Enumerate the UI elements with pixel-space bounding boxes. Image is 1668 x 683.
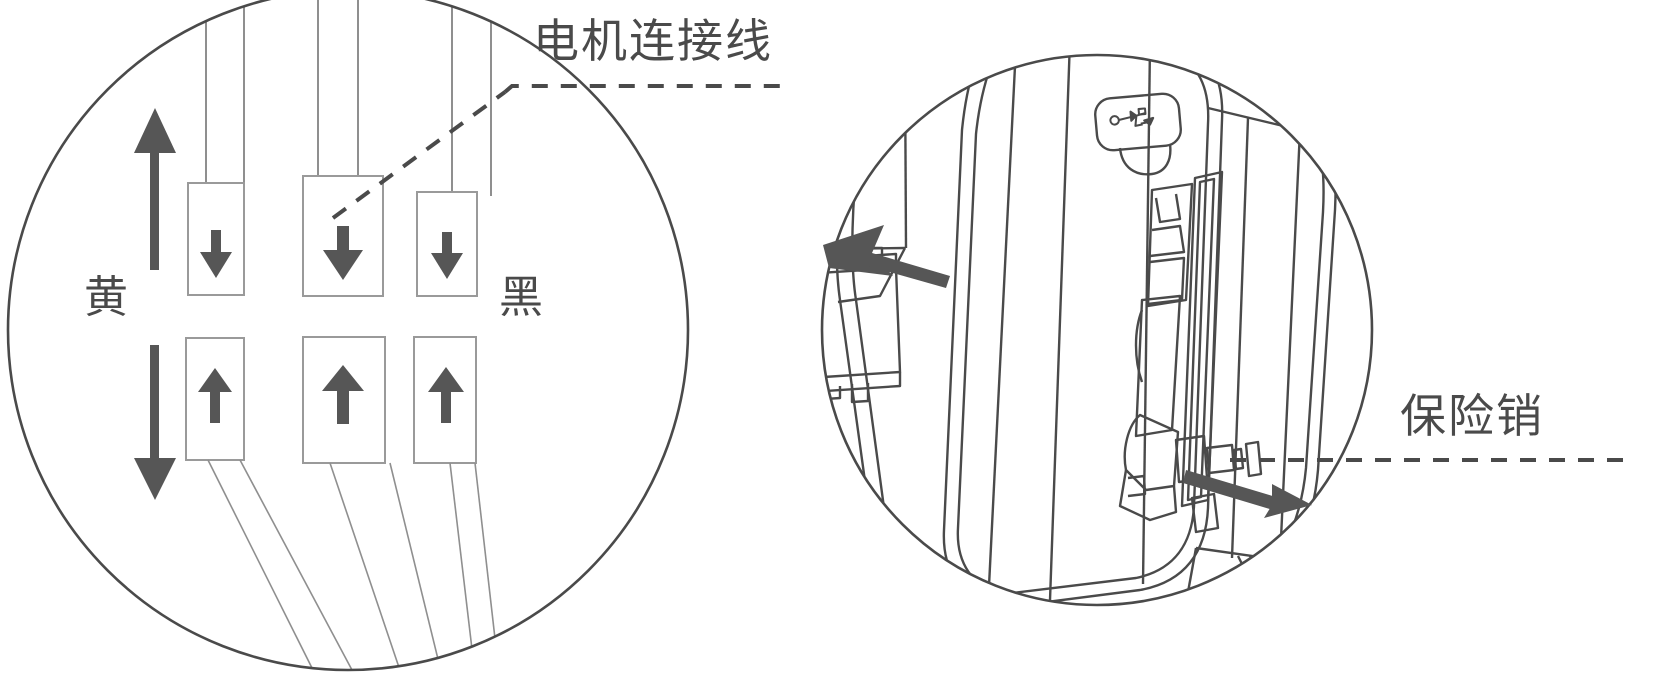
usb-icon bbox=[1109, 107, 1155, 127]
bottom-wire-bundle bbox=[207, 459, 503, 670]
connector-cable-leads bbox=[745, 384, 770, 428]
panel-edge-vertical-left bbox=[903, 59, 908, 249]
pin-bracket-slot-2 bbox=[1149, 224, 1186, 258]
left-pointing-arrow bbox=[823, 225, 950, 288]
robot-outer-shell bbox=[835, 55, 1337, 605]
panel-edge-upper-left bbox=[822, 59, 907, 161]
robot-right-panel bbox=[1195, 106, 1302, 562]
top-wire-bundle bbox=[205, 0, 492, 196]
down-arrow-icon-group bbox=[200, 226, 463, 280]
pin-rail-base bbox=[1190, 492, 1220, 534]
down-arrow-icon bbox=[431, 232, 463, 279]
pin-bracket-slot-3 bbox=[1147, 256, 1186, 306]
robot-top-bumper-seam bbox=[975, 0, 1196, 40]
leader-line-left-horizontal bbox=[503, 84, 788, 94]
pin-latch-tab bbox=[1127, 474, 1147, 498]
cover-seam-2 bbox=[1048, 55, 1072, 601]
chassis-lower-seam bbox=[1182, 547, 1198, 605]
pin-rail-outer bbox=[1180, 170, 1224, 508]
usb-port-housing bbox=[1094, 92, 1182, 176]
pin-latch-foot bbox=[1118, 469, 1178, 522]
down-arrow-icon bbox=[323, 226, 363, 280]
robot-bumper-notch bbox=[984, 55, 1001, 61]
up-arrow-icon-group bbox=[198, 365, 464, 424]
left-callout-group bbox=[6, 0, 690, 672]
cover-seam-1 bbox=[986, 55, 1018, 605]
pin-bracket-notch bbox=[1134, 309, 1144, 383]
usb-port-tab bbox=[1118, 143, 1172, 176]
left-callout-circle bbox=[6, 0, 690, 672]
right-callout-circle bbox=[820, 53, 1374, 607]
pin-bracket-upper bbox=[1146, 182, 1194, 308]
down-arrow-icon bbox=[200, 230, 232, 278]
label-safety-pin: 保险销 bbox=[1400, 389, 1544, 443]
safety-pin-assembly bbox=[1118, 170, 1263, 534]
up-arrow-icon bbox=[198, 368, 232, 423]
label-black-wire: 黑 bbox=[499, 272, 545, 323]
up-arrow-icon bbox=[322, 365, 364, 424]
left-callout-contents bbox=[185, 0, 507, 670]
pin-bracket-slot-1 bbox=[1154, 193, 1182, 224]
left-connector-block bbox=[745, 246, 902, 428]
bottom-connector-boxes bbox=[185, 336, 477, 464]
label-motor-wire: 电机连接线 bbox=[533, 14, 773, 68]
direction-indicator-up bbox=[134, 108, 176, 270]
robot-top-cover-inner bbox=[956, 55, 1210, 596]
pin-latch-body bbox=[1123, 413, 1180, 492]
right-pointing-arrow bbox=[1183, 470, 1312, 518]
up-arrow-icon bbox=[428, 367, 464, 423]
label-yellow-wire: 黄 bbox=[84, 272, 130, 323]
right-callout-group bbox=[745, 0, 1374, 607]
leader-line-left-diagonal bbox=[331, 90, 507, 220]
top-connector-boxes bbox=[187, 175, 478, 297]
direction-indicator-down bbox=[134, 345, 176, 500]
connector-cable-curve bbox=[748, 288, 759, 368]
panel-edge-corner-left bbox=[854, 69, 905, 111]
